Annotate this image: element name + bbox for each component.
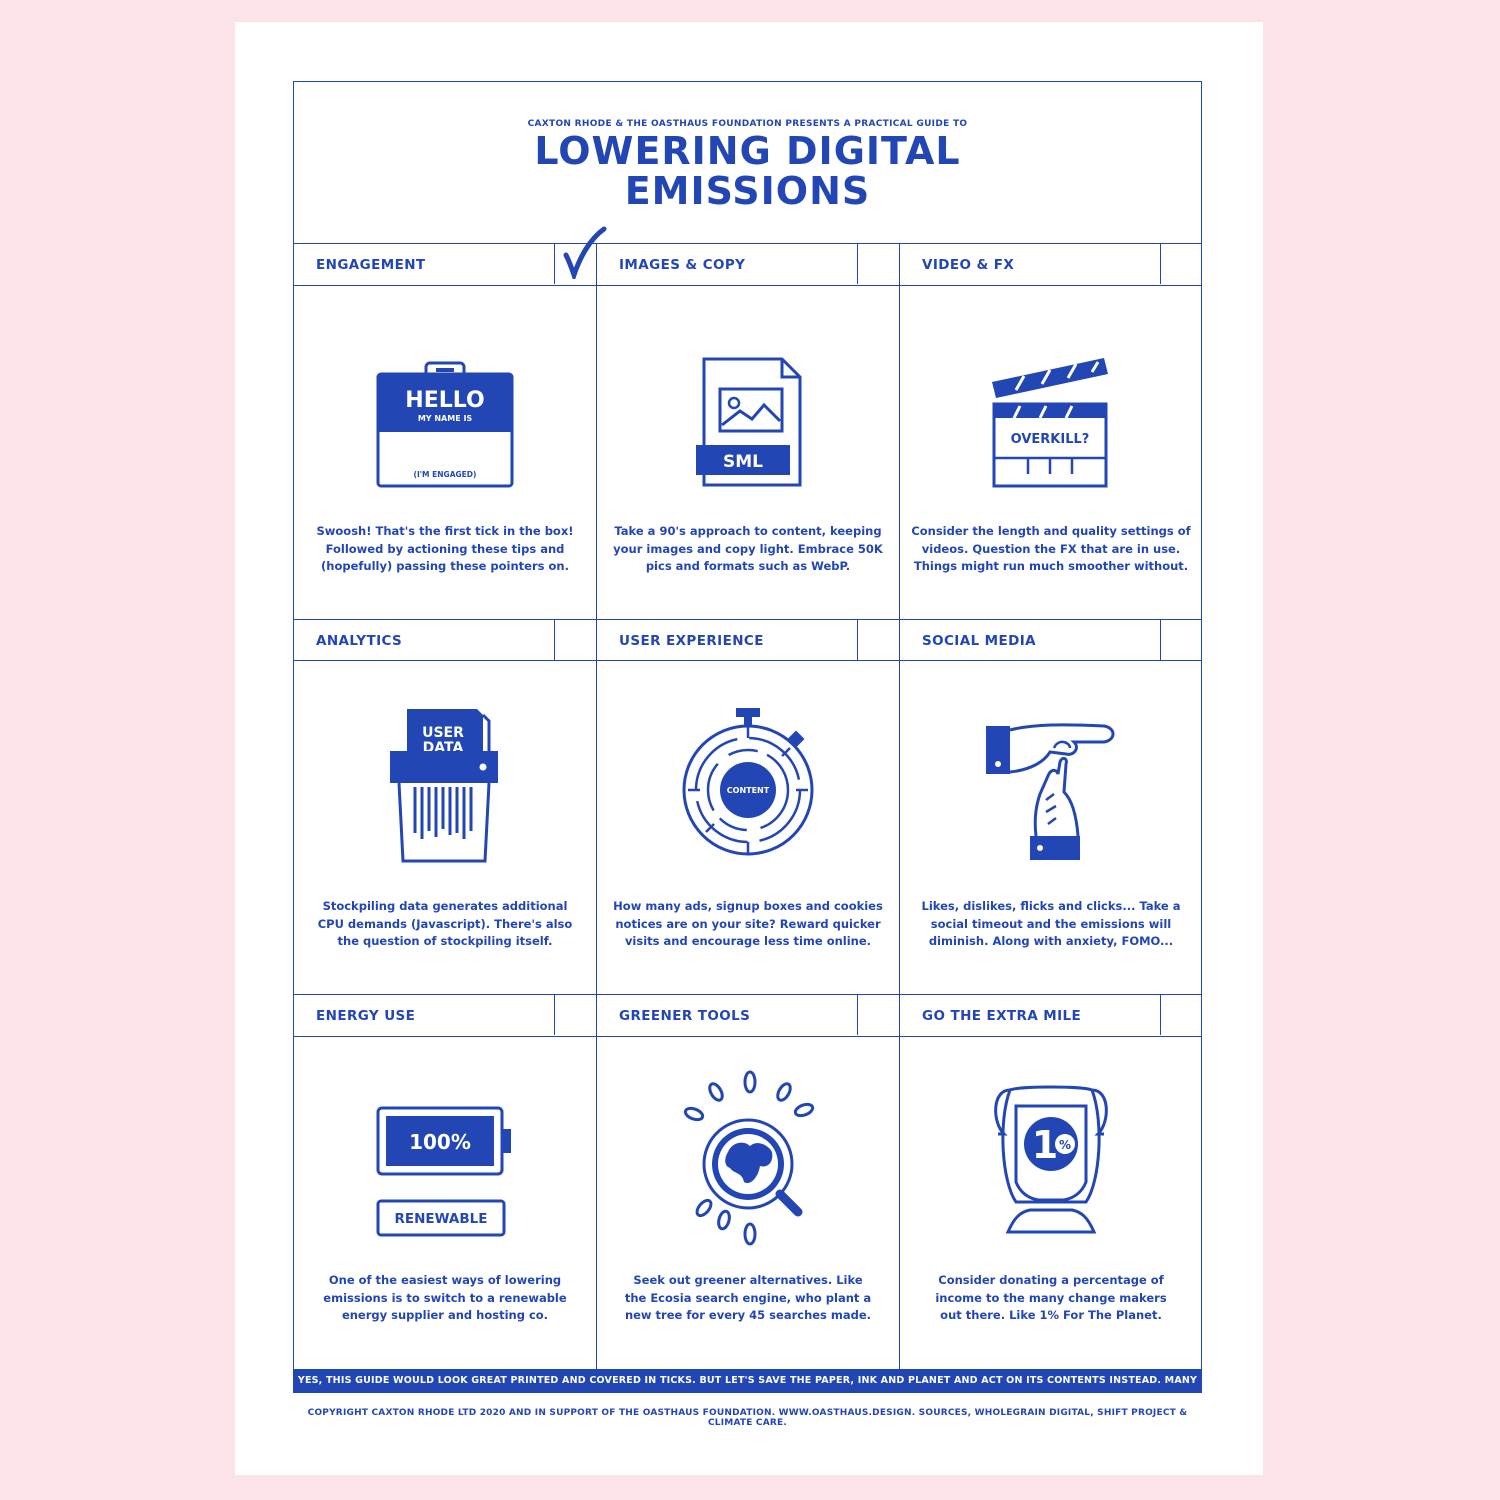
- shredder-text-user: USER: [422, 725, 464, 741]
- section-heading: GREENER TOOLS: [619, 1008, 751, 1024]
- globe-search-icon: [683, 1070, 815, 1246]
- check-mark-icon: [563, 226, 607, 279]
- badge-name-text: MY NAME IS: [418, 414, 473, 423]
- page-title: LOWERING DIGITAL EMISSIONS: [293, 131, 1202, 211]
- section-description: Consider donating a percentage of income …: [906, 1272, 1196, 1325]
- description-line: out there. Like 1% For The Planet.: [940, 1308, 1162, 1322]
- description-line: social timeout and the emissions will: [930, 916, 1172, 931]
- tick-box[interactable]: [857, 244, 897, 284]
- tick-box[interactable]: [1160, 620, 1200, 660]
- description-line: the question of stockpiling itself.: [337, 934, 553, 948]
- section-description: Take a 90's approach to content, keeping…: [603, 523, 893, 576]
- description-line: emissions is to switch to a renewable: [323, 1290, 567, 1305]
- description-line: new tree for every 45 searches made.: [624, 1308, 872, 1322]
- section-heading: ENERGY USE: [316, 1008, 416, 1024]
- footer-banner: YES, THIS GUIDE WOULD LOOK GREAT PRINTED…: [293, 1369, 1202, 1410]
- description-line: Things might run much smoother without.: [913, 559, 1189, 573]
- description-line: How many ads, signup boxes and cookies: [613, 899, 883, 913]
- copyright-text: COPYRIGHT CAXTON RHODE LTD 2020 AND IN S…: [307, 1408, 1188, 1428]
- section-description: How many ads, signup boxes and cookies no…: [603, 898, 893, 951]
- description-line: income to the many change makers: [935, 1290, 1167, 1305]
- section-description: One of the easiest ways of lowering emiss…: [300, 1272, 590, 1325]
- tick-box[interactable]: [554, 244, 594, 284]
- description-line: notices are on your site? Reward quicker: [615, 916, 881, 931]
- hand-timeout-icon: [986, 723, 1115, 860]
- tick-box[interactable]: [1160, 244, 1200, 284]
- tick-box[interactable]: [554, 620, 594, 660]
- description-line: Consider donating a percentage of: [938, 1273, 1164, 1287]
- section-heading: SOCIAL MEDIA: [922, 633, 1037, 649]
- maze-stopwatch-icon: CONTENT: [682, 708, 814, 856]
- description-line: videos. Question the FX that are in use.: [921, 541, 1181, 556]
- section-heading: VIDEO & FX: [922, 257, 1015, 273]
- battery-label-text: 100%: [409, 1130, 471, 1154]
- grid-line: [596, 243, 597, 1369]
- section-heading: GO THE EXTRA MILE: [922, 1008, 1082, 1024]
- title-line-2: EMISSIONS: [624, 169, 871, 213]
- clapperboard-icon: OVERKILL?: [992, 358, 1108, 488]
- section-heading: USER EXPERIENCE: [619, 633, 764, 649]
- description-line: the Ecosia search engine, who plant a: [624, 1290, 872, 1305]
- file-label-text: SML: [723, 452, 763, 472]
- trophy-icon: 1 %: [994, 1085, 1108, 1234]
- section-description: Swoosh! That's the first tick in the box…: [300, 523, 590, 576]
- section-heading: ANALYTICS: [316, 633, 403, 649]
- description-line: Swoosh! That's the first tick in the box…: [316, 524, 574, 538]
- image-file-icon: SML: [696, 357, 802, 487]
- section-description: Likes, dislikes, flicks and clicks... Ta…: [906, 898, 1196, 951]
- grid-line: [293, 994, 1202, 995]
- grid-line: [899, 243, 900, 1369]
- section-heading: ENGAGEMENT: [316, 257, 426, 273]
- badge-hello-text: HELLO: [405, 388, 484, 413]
- description-line: Stockpiling data generates additional: [322, 899, 568, 913]
- description-line: Likes, dislikes, flicks and clicks... Ta…: [921, 899, 1181, 913]
- renewable-badge-icon: RENEWABLE: [376, 1199, 506, 1237]
- description-line: Consider the length and quality settings…: [911, 524, 1191, 538]
- trophy-percent-number: 1: [1032, 1123, 1058, 1167]
- grid-line: [293, 285, 1202, 286]
- description-line: Seek out greener alternatives. Like: [633, 1273, 863, 1287]
- section-description: Consider the length and quality settings…: [906, 523, 1196, 576]
- description-line: Take a 90's approach to content, keeping: [614, 524, 882, 538]
- section-heading: IMAGES & COPY: [619, 257, 746, 273]
- grid-line: [293, 1036, 1202, 1037]
- description-line: (hopefully) passing these pointers on.: [321, 559, 569, 573]
- battery-icon: 100%: [376, 1106, 511, 1176]
- shredder-icon: USER DATA: [390, 709, 498, 863]
- section-description: Seek out greener alternatives. Like the E…: [603, 1272, 893, 1325]
- maze-label-text: CONTENT: [727, 786, 770, 795]
- badge-engaged-text: (I'M ENGAGED): [414, 470, 477, 479]
- description-line: One of the easiest ways of lowering: [328, 1273, 562, 1287]
- description-line: diminish. Along with anxiety, FOMO...: [928, 934, 1174, 948]
- trophy-percent-sign: %: [1059, 1138, 1071, 1152]
- grid-line: [293, 660, 1202, 661]
- tick-box[interactable]: [1160, 995, 1200, 1035]
- description-line: pics and formats such as WebP.: [645, 559, 851, 573]
- tick-box[interactable]: [554, 995, 594, 1035]
- tick-box[interactable]: [857, 620, 897, 660]
- grid-line: [293, 619, 1202, 620]
- kicker-text: CAXTON RHODE & THE OASTHAUS FOUNDATION P…: [527, 119, 968, 129]
- description-line: your images and copy light. Embrace 50K: [613, 541, 883, 556]
- grid-line: [293, 243, 1202, 244]
- clapper-label-text: OVERKILL?: [1011, 432, 1090, 447]
- name-badge-icon: HELLO MY NAME IS (I'M ENGAGED): [376, 361, 514, 488]
- description-line: energy supplier and hosting co.: [341, 1308, 549, 1322]
- tick-box[interactable]: [857, 995, 897, 1035]
- description-line: CPU demands (Javascript). There's also: [317, 916, 573, 931]
- description-line: Followed by actioning these tips and: [325, 541, 565, 556]
- title-line-1: LOWERING DIGITAL: [534, 129, 961, 173]
- description-line: visits and encourage less time online.: [624, 934, 872, 948]
- renewable-label-text: RENEWABLE: [395, 1211, 488, 1227]
